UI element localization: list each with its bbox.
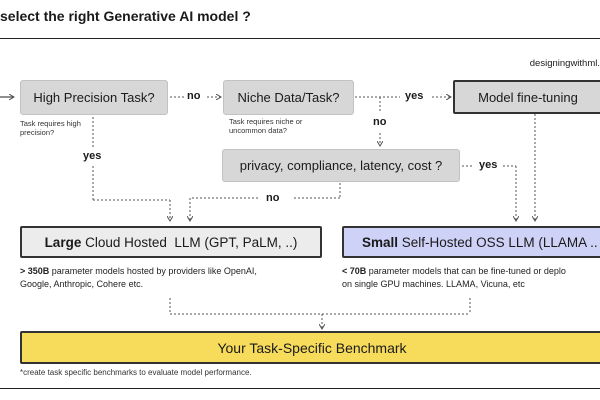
header-divider <box>0 38 600 39</box>
edge-label-niche-no: no <box>373 116 387 128</box>
edge-label-hp-no: no <box>187 90 201 102</box>
high-precision-node: High Precision Task? <box>20 80 168 115</box>
edge-label-hp-yes: yes <box>83 150 102 162</box>
fine-tuning-label: Model fine-tuning <box>478 89 578 105</box>
large-llm-label-bold: Large <box>44 234 82 250</box>
source-credit: designingwithml. <box>529 58 600 69</box>
large-llm-desc: > 350B parameter models hosted by provid… <box>20 266 257 289</box>
benchmark-node: Your Task-Specific Benchmark <box>20 331 600 364</box>
page-title: select the right Generative AI model ? <box>0 8 251 24</box>
small-llm-label: Self-Hosted OSS LLM (LLAMA .. <box>398 234 598 250</box>
footnote: *create task specific benchmarks to eval… <box>20 368 252 377</box>
fine-tuning-node: Model fine-tuning <box>453 80 600 114</box>
niche-data-label: Niche Data/Task? <box>237 90 340 105</box>
niche-data-note: Task requires niche or uncommon data? <box>229 117 303 135</box>
benchmark-label: Your Task-Specific Benchmark <box>217 339 407 356</box>
niche-data-node: Niche Data/Task? <box>223 80 354 115</box>
high-precision-note: Task requires high precision? <box>20 119 81 137</box>
footer-divider <box>0 388 600 389</box>
large-llm-label: Cloud Hosted LLM (GPT, PaLM, ..) <box>81 234 298 250</box>
edge-label-niche-yes: yes <box>405 90 424 102</box>
small-llm-node: Small Self-Hosted OSS LLM (LLAMA .. <box>342 226 600 258</box>
edge-label-privacy-yes: yes <box>479 159 498 171</box>
large-llm-node: Large Cloud Hosted LLM (GPT, PaLM, ..) <box>20 226 322 258</box>
high-precision-label: High Precision Task? <box>33 90 155 105</box>
privacy-node: privacy, compliance, latency, cost ? <box>222 149 460 182</box>
small-llm-label-bold: Small <box>362 234 399 250</box>
small-llm-desc: < 70B parameter models that can be fine-… <box>342 266 566 289</box>
edge-label-privacy-no: no <box>266 192 280 204</box>
privacy-label: privacy, compliance, latency, cost ? <box>239 158 443 173</box>
